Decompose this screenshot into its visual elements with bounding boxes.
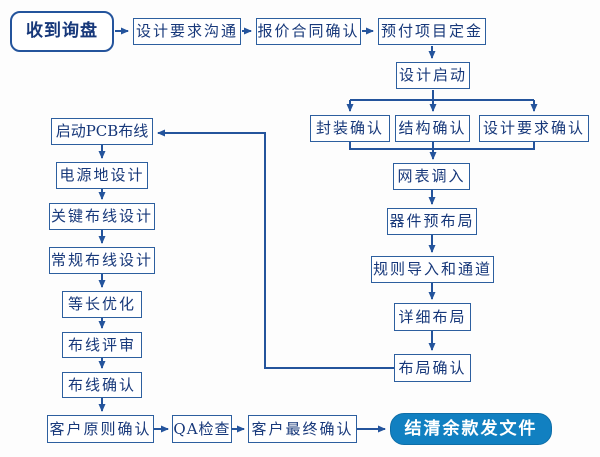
flow-node-start-pcb-routing: 启动PCB布线 (51, 118, 153, 145)
flow-node-power-ground-design: 电源地设计 (56, 162, 148, 189)
flow-node-general-routing-design: 常规布线设计 (49, 247, 155, 274)
connector-merge-horizontal (349, 142, 535, 150)
flow-node-customer-principle-confirm: 客户原则确认 (47, 415, 154, 443)
flow-node-prepaid-project-deposit: 预付项目定金 (378, 18, 486, 45)
flow-node-design-start: 设计启动 (396, 62, 470, 89)
flow-node-rule-import-and-channel: 规则导入和通道 (371, 256, 494, 283)
flow-node-customer-final-confirm: 客户最终确认 (248, 415, 357, 443)
flow-node-critical-routing-design: 关键布线设计 (49, 203, 155, 230)
flow-node-detailed-layout: 详细布局 (394, 303, 471, 331)
flow-node-component-pre-layout: 器件预布局 (387, 208, 477, 235)
connector-layout-confirm-to-pcb-routing-feedback (157, 129, 394, 369)
flow-node-quotation-contract-confirm: 报价合同确认 (256, 18, 361, 45)
flow-node-design-requirement-communication: 设计要求沟通 (133, 18, 241, 45)
flow-node-design-requirement-confirm: 设计要求确认 (479, 115, 589, 142)
flow-node-length-matching-optimization: 等长优化 (62, 291, 142, 318)
flow-node-settle-balance-send-files: 结清余款发文件 (390, 413, 552, 445)
flow-node-layout-confirm: 布局确认 (394, 354, 471, 382)
flow-node-structure-confirm: 结构确认 (395, 115, 470, 142)
flow-node-netlist-import: 网表调入 (393, 163, 470, 190)
flow-node-routing-confirm: 布线确认 (62, 372, 142, 398)
flow-node-received-inquiry: 收到询盘 (10, 11, 114, 52)
flow-node-routing-review: 布线评审 (62, 332, 142, 358)
flow-node-qa-check: QA检查 (172, 415, 232, 443)
flow-node-package-confirm: 封装确认 (310, 115, 390, 142)
